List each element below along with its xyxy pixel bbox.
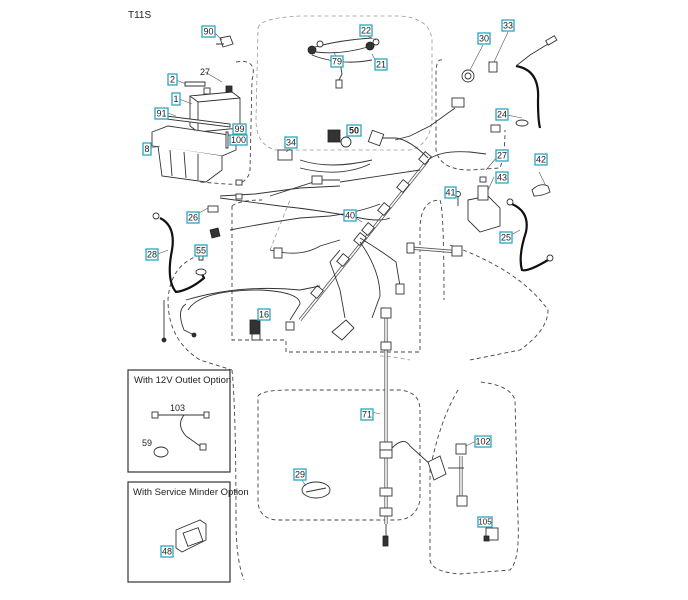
callout-label: 16: [259, 310, 269, 320]
callout-21[interactable]: 21: [374, 58, 388, 71]
callout-30[interactable]: 30: [477, 32, 491, 45]
callout-label: 90: [203, 27, 213, 37]
callout-label: 29: [295, 470, 305, 480]
connector-part: [488, 61, 498, 73]
inset-title: With Service Minder Option: [133, 487, 249, 498]
callout-100[interactable]: 100: [229, 134, 248, 146]
callout-label: 8: [144, 144, 149, 154]
callout-1[interactable]: 1: [171, 92, 181, 106]
model-code: T11S: [128, 10, 151, 21]
callout-26[interactable]: 26: [186, 211, 200, 224]
callout-label: 102: [475, 437, 490, 447]
callout-label: 22: [361, 26, 371, 36]
part-label: 103: [170, 403, 185, 413]
callout-48[interactable]: 48: [160, 545, 174, 558]
callout-34[interactable]: 34: [284, 136, 298, 149]
callout-label: 71: [362, 410, 372, 420]
callout-label: 48: [162, 547, 172, 557]
callout-label: 26: [188, 213, 198, 223]
main-wiring-harness: [185, 107, 487, 331]
tractor-outline: [167, 15, 549, 581]
callout-label: 30: [479, 34, 489, 44]
callout-24[interactable]: 24: [495, 108, 509, 121]
callout-25[interactable]: 25: [499, 231, 513, 244]
callout-28[interactable]: 28: [145, 248, 159, 261]
hold-down-bolt-part: [225, 131, 229, 149]
battery-bolt-part: [184, 81, 206, 87]
terminal-boot-part: [531, 184, 551, 197]
callout-16[interactable]: 16: [257, 308, 271, 321]
callout-label: 1: [173, 94, 178, 104]
callout-55[interactable]: 55: [194, 244, 208, 257]
inset-service-minder: With Service Minder Option: [127, 481, 249, 583]
callout-90[interactable]: 90: [201, 25, 216, 38]
switch-assembly-part: [327, 129, 341, 143]
callout-8[interactable]: 8: [142, 142, 152, 156]
solenoid-assembly: [406, 176, 554, 272]
callout-79[interactable]: 79: [330, 55, 344, 68]
callout-label: 33: [503, 21, 513, 31]
callout-50[interactable]: 50: [346, 124, 362, 137]
callout-29[interactable]: 29: [293, 468, 307, 481]
callout-label: 99: [234, 124, 244, 134]
callout-27-top[interactable]: 27: [200, 67, 210, 77]
inset-12v-outlet: With 12V Outlet Option 103 59: [127, 369, 231, 473]
callout-label: 21: [376, 60, 386, 70]
callout-label: 105: [478, 518, 492, 527]
callout-label: 43: [497, 173, 507, 183]
callouts: 90 2 27 1 91 99 100 8 22 79 21 30 33 24 …: [142, 19, 548, 558]
callout-27-right[interactable]: 27: [495, 149, 509, 162]
callout-22[interactable]: 22: [359, 24, 373, 37]
callout-102[interactable]: 102: [474, 435, 492, 448]
callout-label: 50: [349, 126, 359, 136]
callout-label: 34: [286, 138, 296, 148]
callout-91[interactable]: 91: [154, 107, 169, 120]
ground-cable-part: [511, 202, 549, 272]
left-cables: [152, 212, 207, 343]
callout-label: 55: [196, 246, 206, 256]
callout-2[interactable]: 2: [167, 73, 178, 86]
callout-label: 41: [445, 188, 455, 198]
battery-cable-part: [515, 64, 542, 129]
inset-title: With 12V Outlet Option: [134, 375, 231, 386]
callout-label: 27: [497, 151, 507, 161]
battery-assembly: [151, 35, 241, 183]
callout-40[interactable]: 40: [343, 209, 357, 222]
callout-105[interactable]: 105: [477, 516, 493, 528]
callout-label: 28: [147, 250, 157, 260]
lower-harness: [301, 307, 499, 547]
callout-label: 79: [332, 57, 342, 67]
callout-label: 27: [200, 67, 210, 77]
callout-33[interactable]: 33: [501, 19, 515, 32]
callout-label: 91: [156, 109, 166, 119]
terminal-clip-part: [216, 35, 234, 48]
callout-label: 40: [345, 211, 355, 221]
part-label: 59: [142, 438, 152, 448]
callout-label: 25: [501, 233, 511, 243]
right-upper-parts: [451, 35, 558, 133]
battery-tray-part: [151, 125, 237, 183]
callout-label: 24: [497, 110, 507, 120]
callout-label: 2: [170, 75, 175, 85]
callout-label: 42: [536, 155, 546, 165]
callout-label: 100: [231, 135, 246, 145]
callout-99[interactable]: 99: [232, 123, 247, 135]
callout-71[interactable]: 71: [360, 408, 374, 421]
callout-41[interactable]: 41: [444, 186, 457, 199]
relay-parts: [249, 319, 355, 341]
pto-switch-part: [277, 149, 293, 161]
callout-42[interactable]: 42: [534, 153, 548, 166]
outlet-part: [153, 446, 169, 458]
callout-43[interactable]: 43: [495, 171, 509, 184]
